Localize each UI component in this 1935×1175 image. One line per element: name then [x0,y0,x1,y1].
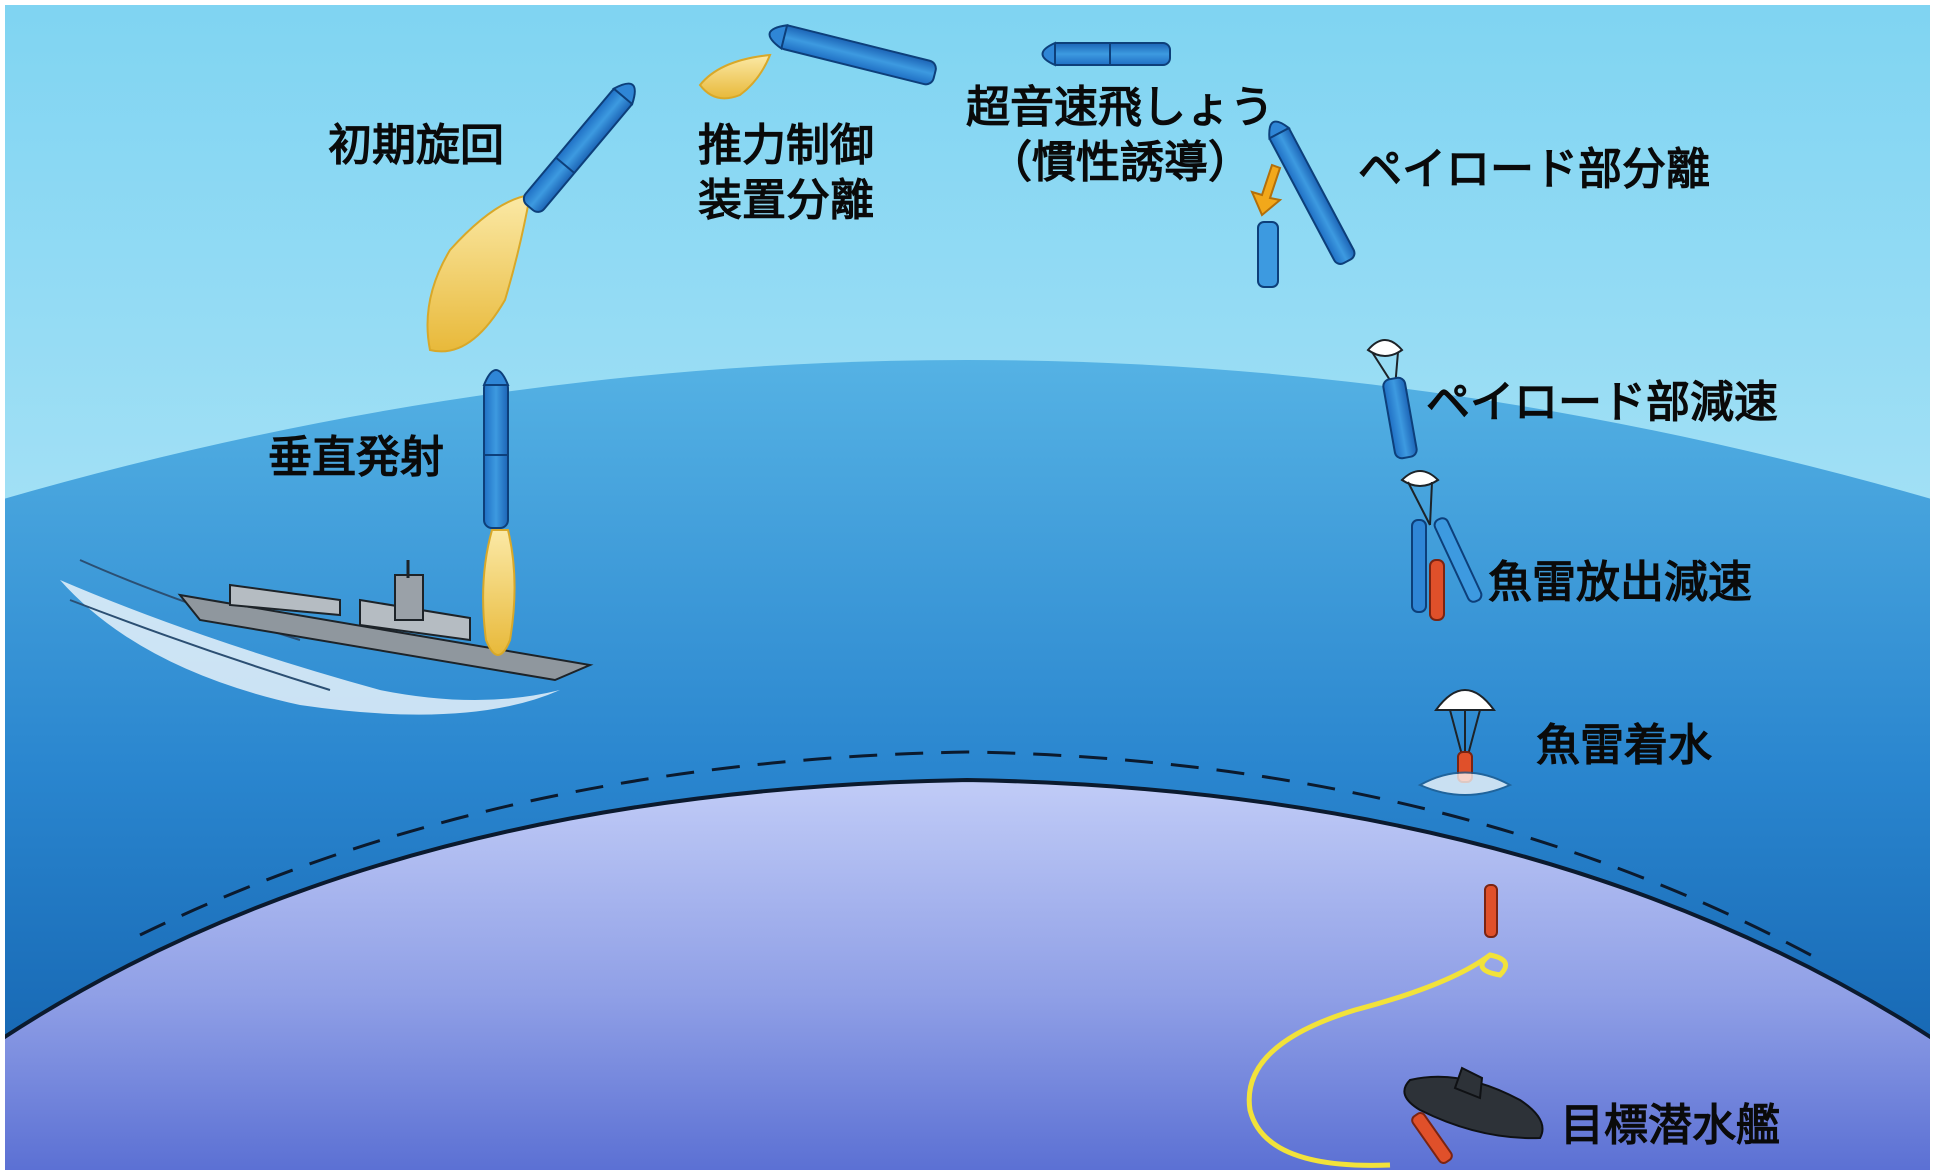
label-line: （慣性誘導） [988,137,1252,188]
label-target-submarine: 目標潜水艦 [1560,1100,1780,1151]
torpedo-icon [1411,1112,1453,1164]
missile-icon [482,369,516,656]
label-payload-deceleration: ペイロード部減速 [1426,377,1778,428]
label-torpedo-splashdown: 魚雷着水 [1536,720,1712,771]
missile-icon [1382,376,1418,460]
torpedo-icon [1417,751,1513,796]
torpedo-icon [1484,884,1498,938]
torpedo-icon [1411,517,1483,621]
label-torpedo-release: 魚雷放出減速 [1488,557,1752,608]
missile-icon [698,24,937,100]
ship-icon [60,559,594,715]
underwater-region [0,780,1935,1175]
torpedo-path [1246,952,1509,1168]
parachute-icon [1434,689,1496,756]
submarine-icon [1403,1066,1544,1140]
label-payload-separation: ペイロード部分離 [1358,144,1710,195]
missile-icon [426,82,636,353]
parachute-icon [1366,339,1404,389]
water-surface-line [0,777,1935,1042]
missile-icon [1041,41,1171,67]
parachute-icon [1400,470,1440,526]
label-line: 装置分離 [698,175,874,226]
label-line: 推力制御 [698,120,874,171]
water-surface-dashes [139,750,1821,962]
label-initial-turn: 初期旋回 [328,120,504,171]
label-thrust-control-separation: 推力制御 装置分離 [698,118,874,228]
label-line: 超音速飛しょう [966,82,1274,133]
label-vertical-launch: 垂直発射 [268,432,444,483]
missile-icon [1257,120,1356,288]
arrow-down-icon [1250,163,1283,217]
label-supersonic-flight: 超音速飛しょう （慣性誘導） [966,80,1274,190]
